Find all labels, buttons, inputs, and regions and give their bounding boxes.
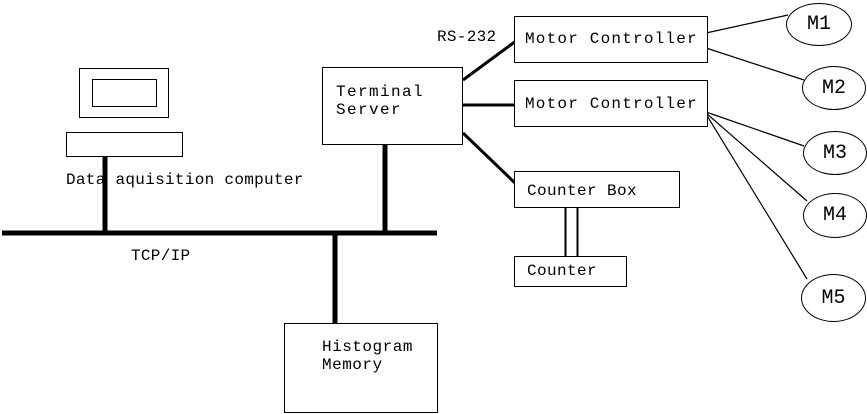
counter-box-box: Counter Box bbox=[514, 171, 680, 208]
motor-controller-2-box: Motor Controller bbox=[514, 80, 708, 127]
motor-m2-node: M2 bbox=[802, 66, 866, 110]
motor-controller-2-to-m4-line bbox=[705, 112, 808, 202]
motor-m1-label: M1 bbox=[806, 13, 831, 36]
motor-m1-node: M1 bbox=[786, 3, 852, 46]
motor-controller-1-to-m1-line bbox=[705, 14, 789, 34]
histogram-memory-box: Histogram Memory bbox=[284, 323, 438, 413]
computer-keyboard-icon bbox=[66, 132, 183, 157]
motor-controller-2-to-m3-line bbox=[705, 111, 805, 147]
motor-controller-1-to-m2-line bbox=[705, 47, 805, 81]
motor-m2-label: M2 bbox=[821, 76, 846, 100]
motor-m5-node: M5 bbox=[801, 274, 866, 322]
computer-screen-icon bbox=[92, 79, 157, 107]
terminal-server-to-motor-controller-1-line bbox=[462, 39, 517, 82]
terminal-server-box: Terminal Server bbox=[322, 67, 463, 145]
motor-m5-label: M5 bbox=[821, 286, 846, 310]
data-acquisition-computer-label: Data aquisition computer bbox=[66, 171, 304, 189]
tcp-ip-label: TCP/IP bbox=[131, 247, 191, 265]
motor-controller-1-box: Motor Controller bbox=[514, 16, 708, 63]
terminal-server-to-counter-box-line bbox=[461, 131, 517, 185]
rs-232-label: RS-232 bbox=[437, 28, 497, 46]
motor-m3-label: M3 bbox=[822, 141, 847, 165]
computer-monitor-icon bbox=[79, 68, 169, 118]
counter-box: Counter bbox=[514, 256, 627, 287]
motor-controller-2-to-m5-line bbox=[705, 113, 808, 280]
motor-m4-label: M4 bbox=[822, 204, 847, 227]
motor-m3-node: M3 bbox=[803, 131, 867, 175]
motor-m4-node: M4 bbox=[803, 193, 867, 238]
